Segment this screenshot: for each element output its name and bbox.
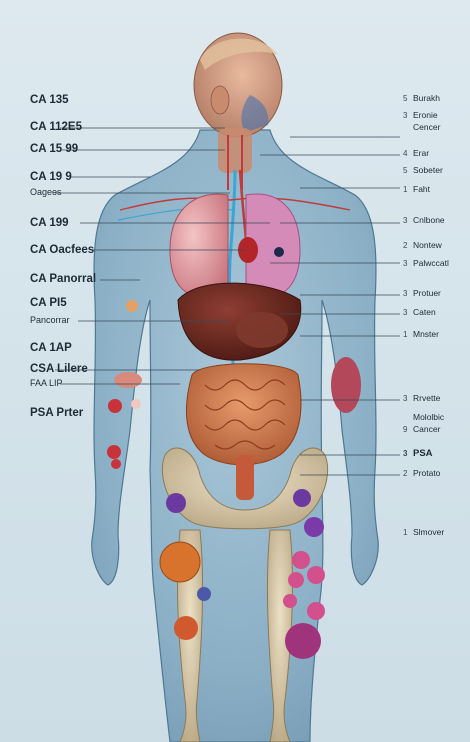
left-label-3: CA 15 99 <box>30 143 78 155</box>
right-label-1: 5Burakh <box>403 93 440 103</box>
right-label-3: Cencer <box>403 122 440 132</box>
right-label-9: 3Palwccatl <box>403 258 449 268</box>
right-label-13: 3Rrvette <box>403 393 440 403</box>
right-label-4: 4Erar <box>403 148 429 158</box>
right-label-15: 9Cancer <box>403 424 440 434</box>
right-label-5: 5Sobeter <box>403 165 443 175</box>
right-label-11: 3Caten <box>403 307 436 317</box>
right-label-7: 3Cnlbone <box>403 215 445 225</box>
left-label-12: CSA Lilere <box>30 363 88 375</box>
right-label-10: 3Protuer <box>403 288 441 298</box>
left-label-9: CA PI5 <box>30 297 67 309</box>
right-label-18: 1Slmover <box>403 527 444 537</box>
left-label-8: CA Panorral <box>30 273 96 285</box>
right-label-6: 1Faht <box>403 184 430 194</box>
left-label-7: CA Oacfees <box>30 244 94 256</box>
left-label-1: CA 135 <box>30 94 69 106</box>
left-label-11: CA 1AP <box>30 342 72 354</box>
right-label-17: 2Protato <box>403 468 440 478</box>
right-label-8: 2Nontew <box>403 240 442 250</box>
left-label-4: CA 19 9 <box>30 171 72 183</box>
left-label-6: CA 199 <box>30 217 69 229</box>
right-label-12: 1Mnster <box>403 329 439 339</box>
left-label-2: CA 112E5 <box>30 121 82 133</box>
right-label-14: Mololbic <box>403 412 444 422</box>
left-label-5: Oagees <box>30 187 62 197</box>
left-label-10: Pancorrar <box>30 315 70 325</box>
left-label-13: FAA LIP <box>30 378 63 388</box>
right-label-2: 3Eronie <box>403 110 438 120</box>
right-label-16: 3PSA <box>403 448 433 459</box>
left-label-14: PSA Prter <box>30 407 83 419</box>
